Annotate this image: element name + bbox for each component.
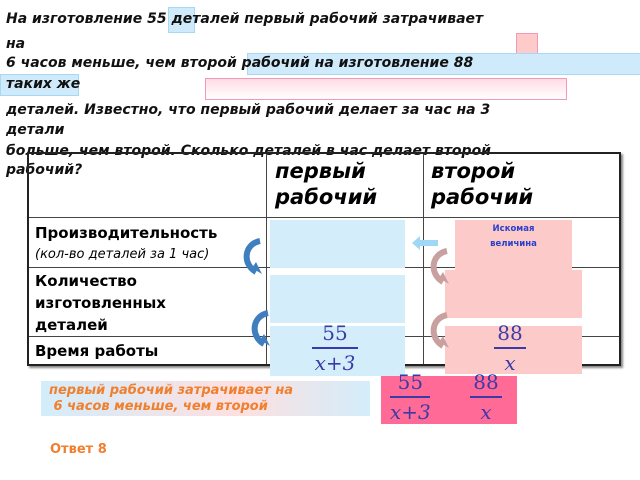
highlight-pink — [205, 78, 567, 100]
second-time-cell — [445, 326, 582, 374]
curved-arrow-icon — [251, 310, 270, 347]
curved-arrow-icon — [430, 312, 449, 349]
highlight-same — [0, 74, 79, 96]
curved-arrow-icon — [430, 248, 449, 285]
problem-line: детали — [6, 122, 65, 138]
problem-line: больше, чем второй. Сколько деталей в ча… — [6, 143, 491, 159]
highlight-marker — [516, 33, 538, 55]
first-time-cell — [270, 326, 405, 376]
equation-box — [381, 376, 517, 424]
answer-text: Ответ 8 — [50, 442, 107, 457]
second-quantity-cell — [445, 270, 582, 318]
row-label-time: Время работы — [35, 342, 159, 360]
problem-line: на — [6, 36, 26, 52]
highlight-second-worker — [247, 53, 640, 75]
highlight-55 — [168, 7, 195, 33]
first-productivity-cell — [270, 220, 405, 268]
first-quantity-cell — [270, 275, 405, 323]
problem-line: На изготовление 55 деталей первый рабочи… — [6, 11, 484, 27]
condition-box: первый рабочий затрачивает на 6 часов ме… — [41, 381, 370, 416]
row-label-productivity: Производительность(кол-во деталей за 1 ч… — [35, 224, 218, 262]
problem-line: деталей. Известно, что первый рабочий де… — [6, 102, 491, 118]
problem-line: 6 часов меньше, чем второй рабочий на из… — [6, 55, 474, 71]
condition-text: первый рабочий затрачивает на 6 часов ме… — [49, 383, 294, 414]
curved-arrow-icon — [243, 238, 262, 275]
problem-line: рабочий? — [6, 162, 83, 178]
problem-line: таких же — [6, 76, 81, 92]
left-arrow-icon — [412, 236, 438, 250]
